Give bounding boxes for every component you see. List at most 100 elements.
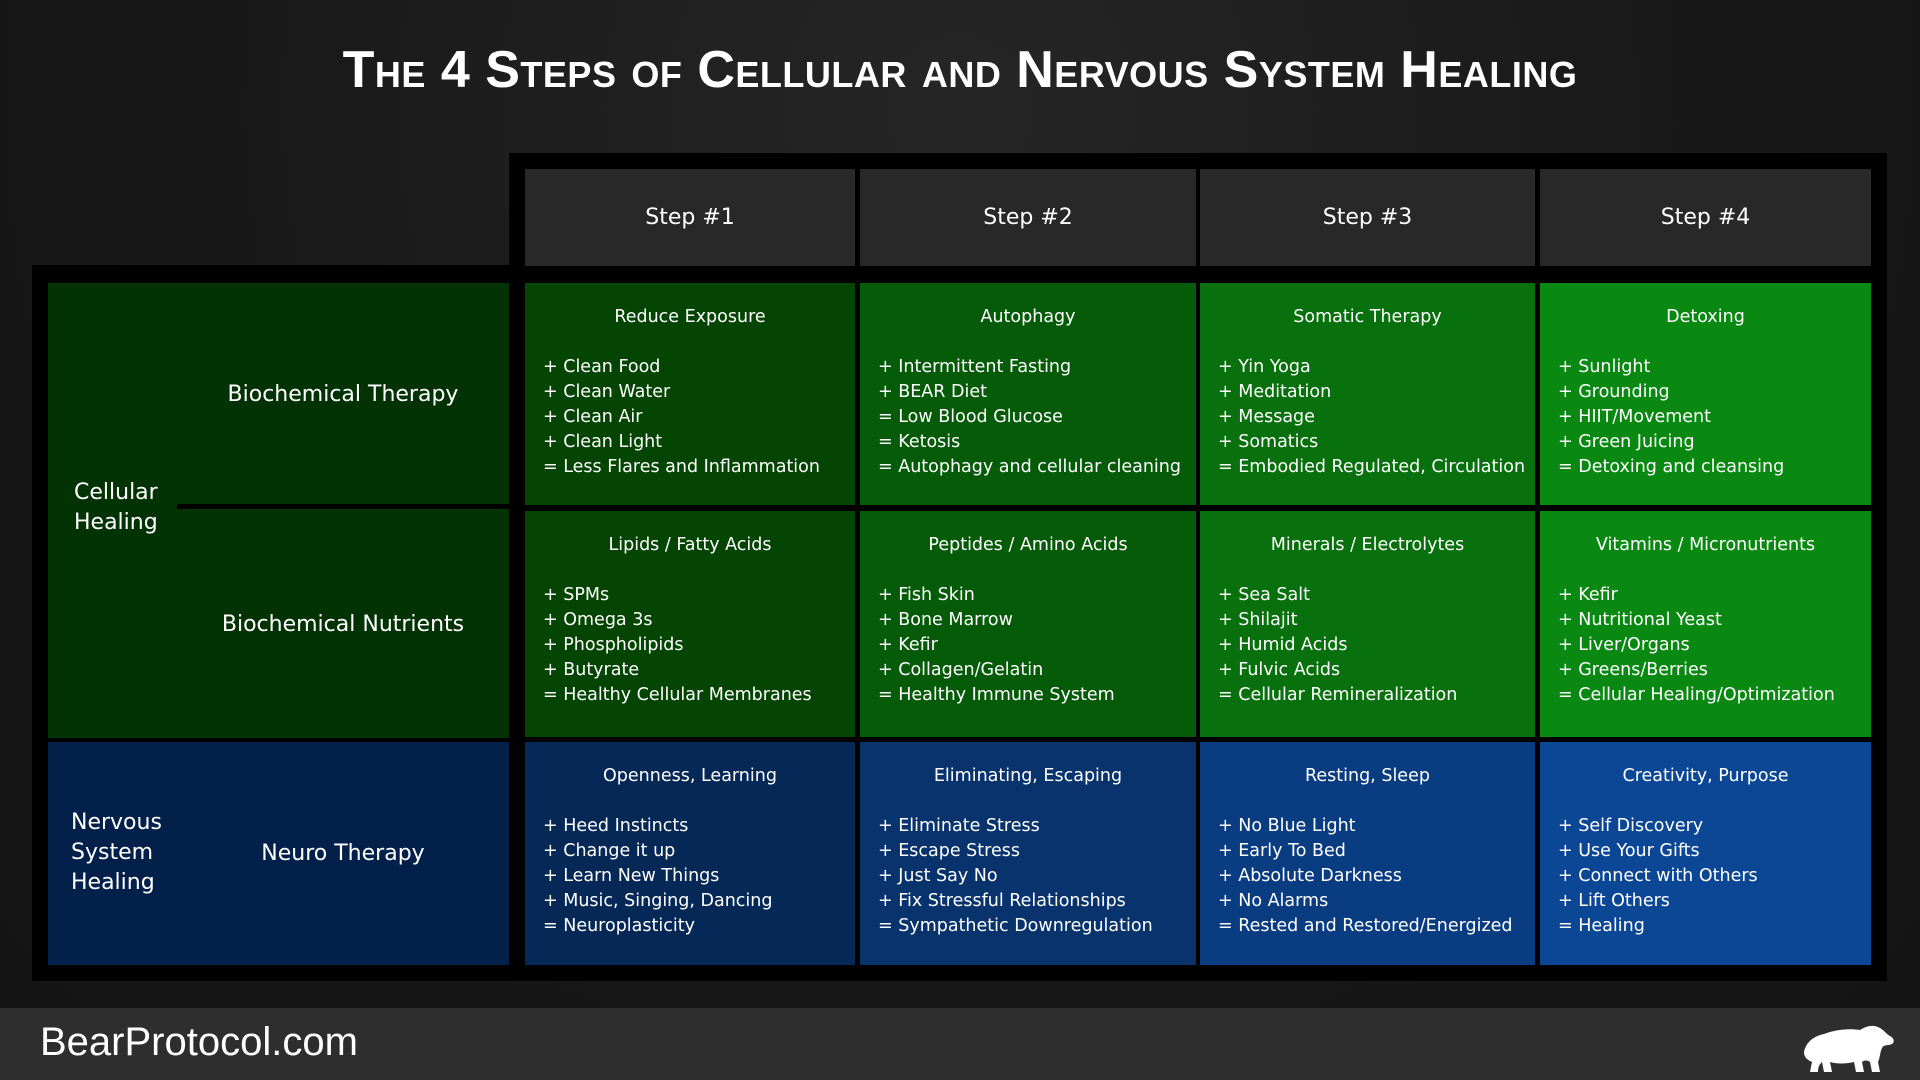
list-item: + Humid Acids [1218, 635, 1348, 655]
list-item: + Lift Others [1558, 891, 1670, 911]
list-item: + Fish Skin [878, 585, 975, 605]
grid-cell-r0-c1: Autophagy + Intermittent Fasting + BEAR Di… [860, 283, 1196, 505]
list-item: = Low Blood Glucose [878, 407, 1063, 427]
list-item: = Autophagy and cellular cleaning [878, 457, 1181, 477]
nervous-system-healing-label-line: Healing [71, 870, 155, 895]
cellular-healing-label-line: Cellular [74, 480, 158, 505]
list-item: + Use Your Gifts [1558, 841, 1700, 861]
list-item: + Absolute Darkness [1218, 866, 1402, 886]
list-item: = Cellular Healing/Optimization [1558, 685, 1835, 705]
list-item: + Connect with Others [1558, 866, 1758, 886]
cellular-healing-label-line: Healing [74, 510, 158, 535]
list-item: + Early To Bed [1218, 841, 1346, 861]
list-item: = Rested and Restored/Energized [1218, 916, 1513, 936]
list-item: + BEAR Diet [878, 382, 987, 402]
list-item: + Butyrate [543, 660, 640, 680]
footer-bar: BearProtocol.com [0, 1008, 1920, 1080]
list-item: + Self Discovery [1558, 816, 1704, 836]
page-title: The 4 Steps of Cellular and Nervous Syst… [342, 41, 1578, 99]
list-item: + Phospholipids [543, 635, 684, 655]
list-item: + No Blue Light [1218, 816, 1356, 836]
step-header-3: Step #3 [1200, 169, 1535, 266]
list-item: + Message [1218, 407, 1315, 427]
list-item: = Ketosis [878, 432, 961, 452]
list-item: + Sea Salt [1218, 585, 1310, 605]
list-item: = Healing [1558, 916, 1645, 936]
grid-cell-r2-c2: Resting, Sleep + No Blue Light + Early To … [1200, 742, 1535, 965]
list-item: + Fulvic Acids [1218, 660, 1341, 680]
list-item: = Less Flares and Inflammation [543, 457, 820, 477]
list-item: + Intermittent Fasting [878, 357, 1072, 377]
list-item: + Kefir [1558, 585, 1618, 605]
list-item: + Clean Light [543, 432, 663, 452]
nervous-system-healing-label-line: System [71, 840, 154, 865]
cell-title: Lipids / Fatty Acids [608, 535, 772, 555]
cell-title: Eliminating, Escaping [933, 766, 1123, 786]
site-name: BearProtocol.com [40, 1020, 358, 1064]
list-item: + Clean Air [543, 407, 643, 427]
list-item: + Greens/Berries [1558, 660, 1708, 680]
list-item: + Omega 3s [543, 610, 653, 630]
step-header-4: Step #4 [1540, 169, 1871, 266]
list-item: + Nutritional Yeast [1558, 610, 1722, 630]
list-item: + Liver/Organs [1558, 635, 1690, 655]
list-item: + Fix Stressful Relationships [878, 891, 1126, 911]
row-divider [177, 504, 509, 509]
row-label-2: Neuro Therapy [261, 841, 425, 866]
cell-title: Resting, Sleep [1305, 766, 1430, 786]
list-item: = Healthy Immune System [878, 685, 1115, 705]
list-item: + SPMs [543, 585, 610, 605]
cell-title: Minerals / Electrolytes [1270, 535, 1465, 555]
cell-title: Creativity, Purpose [1622, 766, 1789, 786]
list-item: + Collagen/Gelatin [878, 660, 1044, 680]
list-item: + Music, Singing, Dancing [543, 891, 773, 911]
grid-cell-r1-c1: Peptides / Amino Acids + Fish Skin + Bone … [860, 511, 1196, 737]
list-item: + Learn New Things [543, 866, 720, 886]
list-item: + Clean Food [543, 357, 661, 377]
cell-title: Detoxing [1666, 307, 1745, 327]
grid-cell-r2-c0: Openness, Learning + Heed Instincts + Chan… [525, 742, 855, 965]
cell-title: Openness, Learning [603, 766, 777, 786]
list-item: + Kefir [878, 635, 938, 655]
list-item: = Sympathetic Downregulation [878, 916, 1153, 936]
nervous-system-healing-label-line: Nervous [71, 810, 162, 835]
list-item: = Neuroplasticity [543, 916, 695, 936]
list-item: + Green Juicing [1558, 432, 1695, 452]
list-item: + Meditation [1218, 382, 1332, 402]
list-item: + HIIT/Movement [1558, 407, 1711, 427]
list-item: + Sunlight [1558, 357, 1651, 377]
list-item: = Embodied Regulated, Circulation [1218, 457, 1526, 477]
list-item: + Somatics [1218, 432, 1319, 452]
grid-cell-r1-c0: Lipids / Fatty Acids + SPMs + Omega 3s + Ph… [525, 511, 855, 737]
row-label-0: Biochemical Therapy [227, 381, 459, 407]
grid-cell-r0-c0: Reduce Exposure + Clean Food + Clean Water… [525, 283, 855, 505]
list-item: = Healthy Cellular Membranes [543, 685, 812, 705]
cellular-healing-panel [48, 283, 509, 738]
list-item: + Heed Instincts [543, 816, 689, 836]
list-item: + Change it up [543, 841, 676, 861]
cell-title: Reduce Exposure [614, 307, 766, 327]
grid-cell-r0-c2: Somatic Therapy+ Yin Yoga+ Meditation+ M… [1200, 283, 1535, 505]
grid-cell-r2-c1: Eliminating, Escaping + Eliminate Stress +… [860, 742, 1196, 965]
cell-title: Vitamins / Micronutrients [1595, 535, 1816, 555]
cell-title: Somatic Therapy [1293, 307, 1442, 327]
list-item: + Clean Water [543, 382, 671, 402]
grid-cell-r0-c3: Detoxing + Sunlight + Grounding + HIIT/Move… [1540, 283, 1871, 505]
list-item: + Eliminate Stress [878, 816, 1040, 836]
step-header-1: Step #1 [525, 169, 855, 266]
cell-title: Peptides / Amino Acids [928, 535, 1128, 555]
list-item: + Grounding [1558, 382, 1670, 402]
list-item: + Bone Marrow [878, 610, 1013, 630]
row-label-1: Biochemical Nutrients [221, 611, 465, 637]
list-item: + Just Say No [878, 866, 998, 886]
list-item: = Detoxing and cleansing [1558, 457, 1785, 477]
list-item: + Escape Stress [878, 841, 1020, 861]
grid-cell-r1-c2: Minerals / Electrolytes + Sea Salt + Shila… [1200, 511, 1535, 737]
step-header-2: Step #2 [860, 169, 1196, 266]
list-item: + No Alarms [1218, 891, 1329, 911]
cell-title: Autophagy [980, 307, 1076, 327]
list-item: + Shilajit [1218, 610, 1298, 630]
grid-cell-r1-c3: Vitamins / Micronutrients + Kefir + Nutrit… [1540, 511, 1871, 737]
